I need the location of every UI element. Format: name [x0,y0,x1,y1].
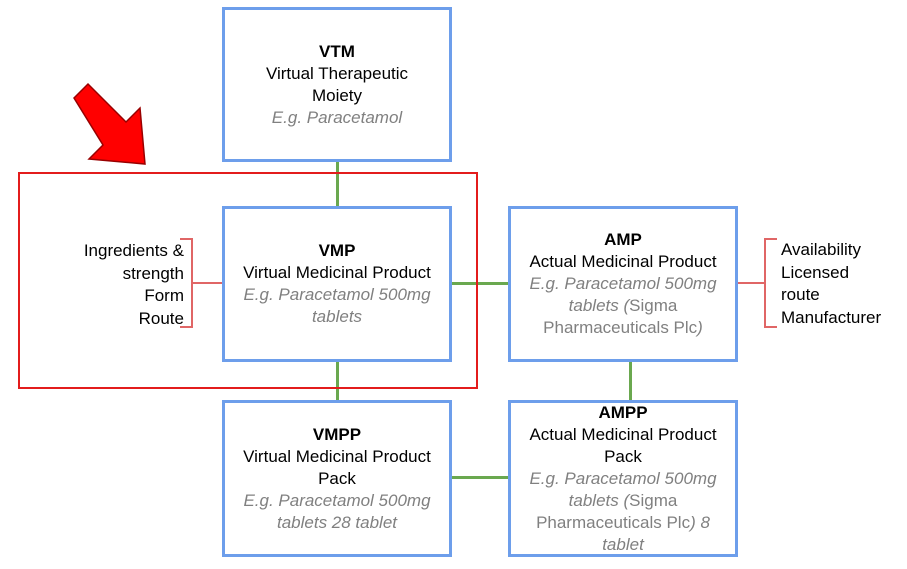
ampp-example-line-2a: tablets ( [568,490,630,510]
amp-example-line-3b: ) [697,318,703,337]
ampp-example-line-2: tablets (Sigma [569,490,678,512]
amp-example-line-2a: tablets ( [568,296,630,315]
ampp-example-line-3a: Pharmaceuticals Plc [536,512,691,532]
amp-example-line-3: Pharmaceuticals Plc) [543,317,703,339]
amp-attribute-bracket [764,238,777,328]
vmp-example-line-1: E.g. Paracetamol 500mg [243,285,431,304]
connector-vtm-vmp [336,160,339,208]
vmp-abbr: VMP [318,241,356,260]
vmp-example-line-2: tablets [311,307,363,326]
vmpp-name-line-1: Virtual Medicinal Product [243,446,431,466]
vmp-attribute: strength [122,263,184,283]
amp-abbr: AMP [604,230,642,249]
ampp-name-line-1: Actual Medicinal Product [529,424,717,444]
amp-attribute: Manufacturer [781,307,882,327]
vtm-example: E.g. Paracetamol [271,107,403,127]
vmp-box: VMP Virtual Medicinal Product E.g. Parac… [222,206,452,362]
amp-attribute: Licensed [781,262,850,282]
vtm-name-line-1: Virtual Therapeutic [265,63,409,83]
vmp-attribute: Ingredients & [83,241,184,260]
vtm-abbr: VTM [319,41,355,61]
amp-attribute-list: Availability Licensed route Manufacturer [781,239,881,329]
connector-amp-ampp [629,360,632,402]
connector-vmpp-ampp [450,476,510,479]
amp-example-line-2: tablets (Sigma [569,295,678,317]
vmp-attribute-bracket-stem [193,282,222,284]
ampp-name-line-2: Pack [604,446,642,466]
vmp-attribute: Route [138,308,184,328]
vmp-attribute-bracket [180,238,193,328]
amp-example-line-1: E.g. Paracetamol 500mg [529,274,717,293]
vtm-box: VTM Virtual Therapeutic Moiety E.g. Para… [222,7,452,162]
vmp-highlight-frame [18,172,478,389]
amp-name-line-1: Actual Medicinal Product [529,252,717,271]
vmpp-abbr: VMPP [312,424,362,444]
vmpp-example-line-2: tablets 28 tablet [276,512,398,532]
vmp-name-line-1: Virtual Medicinal Product [243,263,431,282]
connector-vmp-vmpp [336,360,339,402]
vmpp-box: VMPP Virtual Medicinal Product Pack E.g.… [222,400,452,557]
amp-attribute: route [781,285,820,304]
amp-attribute-bracket-stem [738,282,764,284]
amp-example-line-3a: Pharmaceuticals Plc [543,318,698,337]
ampp-example-line-3: Pharmaceuticals Plc) 8 [536,512,710,534]
ampp-example-line-1: E.g. Paracetamol 500mg [529,468,717,488]
connector-vmp-amp [450,282,510,285]
vmpp-name-line-2: Pack [318,468,356,488]
amp-example-line-2b: Sigma [629,296,678,315]
amp-attribute: Availability [781,240,862,259]
ampp-abbr: AMPP [598,402,648,422]
amp-box: AMP Actual Medicinal Product E.g. Parace… [508,206,738,362]
ampp-box: AMPP Actual Medicinal Product Pack E.g. … [508,400,738,557]
vtm-name-line-2: Moiety [311,85,363,105]
red-arrow-icon [73,82,146,165]
vmpp-example-line-1: E.g. Paracetamol 500mg [243,490,431,510]
ampp-example-line-3b: ) 8 [690,512,710,532]
vmp-attribute-list: Ingredients & strength Form Route [40,240,184,330]
ampp-example-line-2b: Sigma [629,490,678,510]
ampp-example-line-4: tablet [602,534,644,554]
vmp-attribute: Form [144,286,184,305]
